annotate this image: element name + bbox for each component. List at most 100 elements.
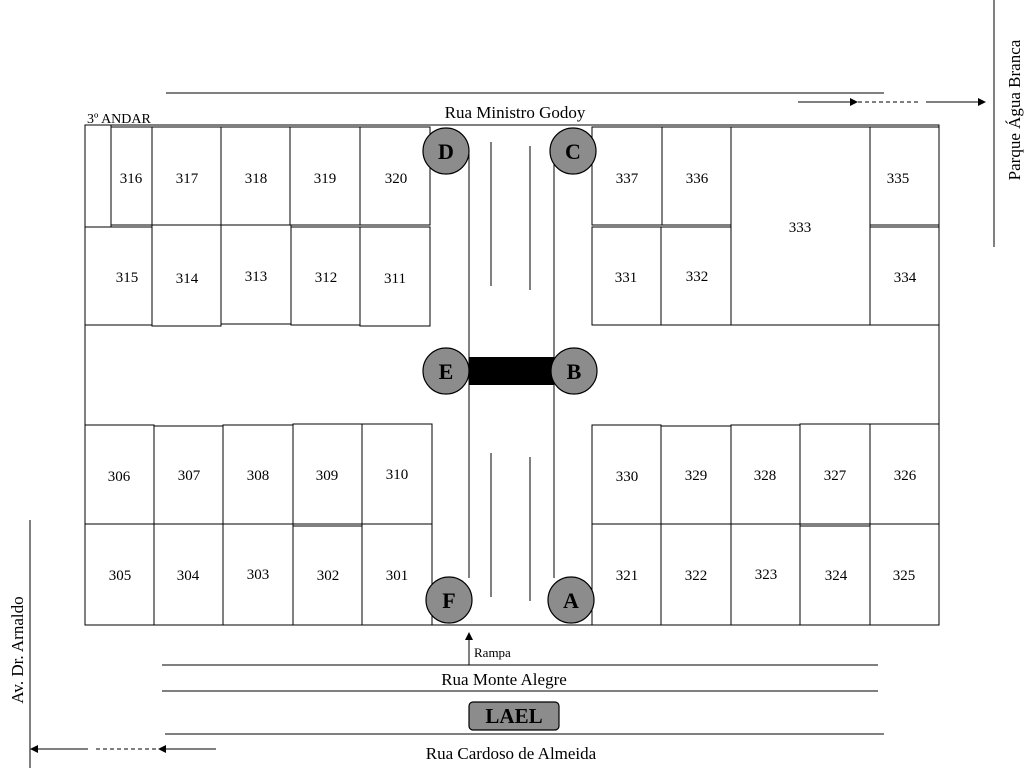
- room-302: [292, 525, 363, 626]
- room-324: [799, 525, 871, 626]
- lael-logo: LAEL: [468, 701, 560, 731]
- room-label: 320: [385, 171, 408, 187]
- room-label: 309: [316, 468, 339, 484]
- ramp-arrow-icon: [465, 632, 473, 665]
- room-334: [869, 226, 940, 326]
- room-322: [660, 523, 732, 626]
- room-332: [660, 226, 732, 326]
- room-330: [591, 424, 662, 525]
- rooms-lower-left: 306 307 308 309 310 305 304 303 302 301: [84, 423, 433, 626]
- circle-f: F: [425, 576, 473, 624]
- room-label: 323: [755, 567, 778, 583]
- room-label: 334: [894, 270, 917, 286]
- room-335: [869, 126, 940, 226]
- room-325: [869, 523, 940, 626]
- room-313: [220, 224, 292, 325]
- room-label: 332: [686, 269, 709, 285]
- room-label: 327: [824, 468, 847, 484]
- room-301: [361, 523, 433, 626]
- room-label: 326: [894, 468, 917, 484]
- room-329: [660, 425, 732, 525]
- room-label: 305: [109, 568, 132, 584]
- room-label: 337: [616, 171, 639, 187]
- room-309: [292, 423, 363, 525]
- room-318: [220, 126, 291, 226]
- room-label: 312: [315, 270, 338, 286]
- room-328: [730, 424, 801, 525]
- room-label: 336: [686, 171, 709, 187]
- street-right: Parque Água Branca: [1005, 39, 1024, 180]
- room-323: [730, 523, 801, 626]
- circle-label-c: C: [565, 139, 581, 164]
- room-333: [730, 126, 871, 326]
- room-label: 322: [685, 568, 708, 584]
- room-label: 306: [108, 469, 131, 485]
- left-arrow-icon: [30, 745, 216, 753]
- room-label: 316: [120, 171, 143, 187]
- circle-label-f: F: [442, 588, 455, 613]
- street-bottom-2: Rua Cardoso de Almeida: [426, 744, 597, 763]
- circle-label-d: D: [438, 139, 454, 164]
- room-307: [153, 425, 224, 525]
- circle-c: C: [549, 127, 597, 175]
- room-310: [361, 423, 433, 525]
- rooms-upper-left: 316 317 318 319 320 315 314 313 312 311: [84, 125, 431, 327]
- room-319: [289, 126, 361, 226]
- circle-b: B: [550, 347, 598, 395]
- street-left: Av. Dr. Arnaldo: [8, 596, 27, 703]
- room-label: 308: [247, 468, 270, 484]
- room-315: [84, 226, 153, 326]
- logo-label: LAEL: [485, 704, 542, 728]
- room-label: 325: [893, 568, 916, 584]
- room-label: 317: [176, 171, 199, 187]
- room-label: 315: [116, 270, 139, 286]
- room-320: [359, 126, 431, 226]
- room-label: 321: [616, 568, 639, 584]
- room-label: 333: [789, 220, 812, 236]
- room-label: 330: [616, 469, 639, 485]
- connector-bar: [469, 357, 554, 385]
- room-label: 303: [247, 567, 270, 583]
- rooms-lower-right: 330 329 328 327 326 321 322 323 324 325: [591, 423, 940, 626]
- room-label: 335: [887, 171, 910, 187]
- room-label: 310: [386, 467, 409, 483]
- circle-label-e: E: [439, 359, 454, 384]
- circle-a: A: [547, 576, 595, 624]
- room-label: 307: [178, 468, 201, 484]
- room-314: [151, 224, 222, 327]
- street-bottom-1: Rua Monte Alegre: [441, 670, 567, 689]
- room-305: [84, 523, 155, 626]
- room-label: 304: [177, 568, 200, 584]
- room-label: 324: [825, 568, 848, 584]
- room-label: 319: [314, 171, 337, 187]
- circle-d: D: [422, 127, 470, 175]
- room-303: [222, 523, 294, 626]
- room-label: 318: [245, 171, 268, 187]
- room-311: [359, 226, 431, 327]
- room-331: [591, 226, 662, 326]
- circle-label-b: B: [567, 359, 582, 384]
- room-label: 328: [754, 468, 777, 484]
- rooms-upper-right: 337 336 333 335 331 332 334: [591, 126, 940, 326]
- room-label: 313: [245, 269, 268, 285]
- right-arrow-icon: [798, 98, 986, 106]
- room-label: 314: [176, 271, 199, 287]
- room-label: 331: [615, 270, 638, 286]
- room-304: [153, 523, 224, 626]
- floor-label: 3º ANDAR: [87, 112, 152, 127]
- room-337: [591, 126, 663, 226]
- room-336: [661, 126, 732, 226]
- room-308: [222, 424, 294, 525]
- room-label: 301: [386, 568, 409, 584]
- street-top: Rua Ministro Godoy: [445, 103, 586, 122]
- circle-label-a: A: [563, 588, 579, 613]
- room-321: [591, 523, 662, 626]
- ramp-label: Rampa: [474, 645, 511, 660]
- room-label: 329: [685, 468, 708, 484]
- room-306: [84, 424, 155, 525]
- circle-e: E: [422, 347, 470, 395]
- room-label: 302: [317, 568, 340, 584]
- room-label: 311: [384, 271, 406, 287]
- room-317: [151, 126, 222, 226]
